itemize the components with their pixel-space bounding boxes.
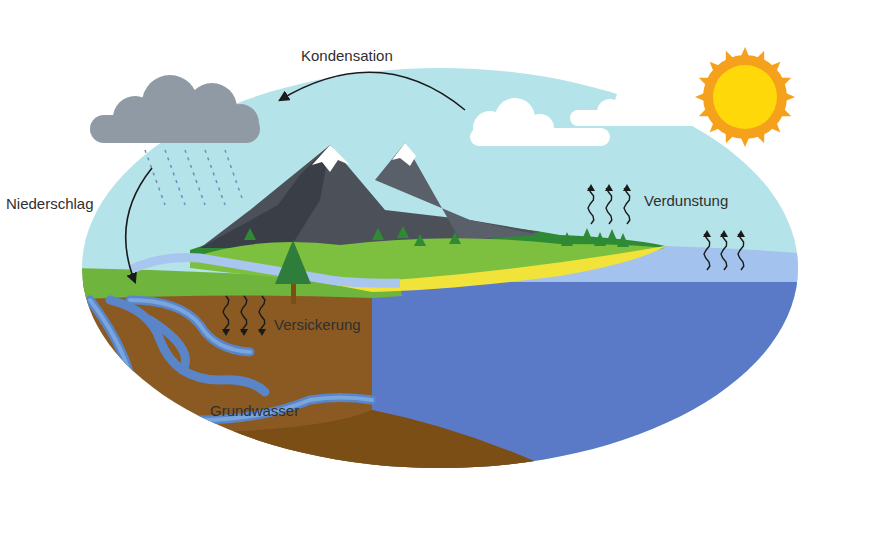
precipitation-arrow: [126, 168, 152, 282]
snow-cap: [312, 145, 350, 172]
small-trees: [244, 226, 629, 247]
river: [130, 258, 400, 284]
groundwater-streams: [90, 300, 372, 420]
flow-arrow-line: [606, 188, 612, 224]
rain-cloud: [90, 75, 260, 143]
pine-tree: [275, 240, 311, 304]
mountain-shadow: [200, 145, 330, 248]
flow-arrows: [222, 184, 745, 336]
arrow-head: [258, 329, 266, 336]
condensation-arrow: [280, 72, 465, 110]
arrow-head: [720, 230, 728, 237]
process-label: Niederschlag: [6, 195, 94, 213]
deep-sea: [372, 282, 820, 540]
flow-arrow-line: [624, 188, 630, 224]
sun: [695, 47, 795, 147]
snow-cap: [392, 143, 416, 166]
flow-arrow-line: [223, 296, 229, 332]
groundwater-streams-light: [90, 300, 372, 420]
process-label: Grundwasser: [210, 402, 299, 420]
flow-arrow-line: [704, 234, 710, 270]
arrow-head: [703, 230, 711, 237]
process-label: Versickerung: [274, 316, 361, 334]
flow-arrow-line: [588, 188, 594, 224]
flow-arrow-line: [738, 234, 744, 270]
flow-arrow-line: [721, 234, 727, 270]
process-label: Kondensation: [301, 47, 393, 65]
arrow-head: [240, 329, 248, 336]
arrow-head: [587, 184, 595, 191]
deep-soil: [60, 410, 565, 490]
mountain-peak: [375, 143, 540, 240]
white-cloud: [470, 87, 705, 146]
flow-arrow-line: [241, 296, 247, 332]
arrow-head: [222, 329, 230, 336]
arrow-head: [623, 184, 631, 191]
arrow-head: [737, 230, 745, 237]
flow-arrow-line: [259, 296, 265, 332]
process-label: Verdunstung: [644, 192, 728, 210]
arrow-head: [605, 184, 613, 191]
rain: [145, 150, 242, 205]
